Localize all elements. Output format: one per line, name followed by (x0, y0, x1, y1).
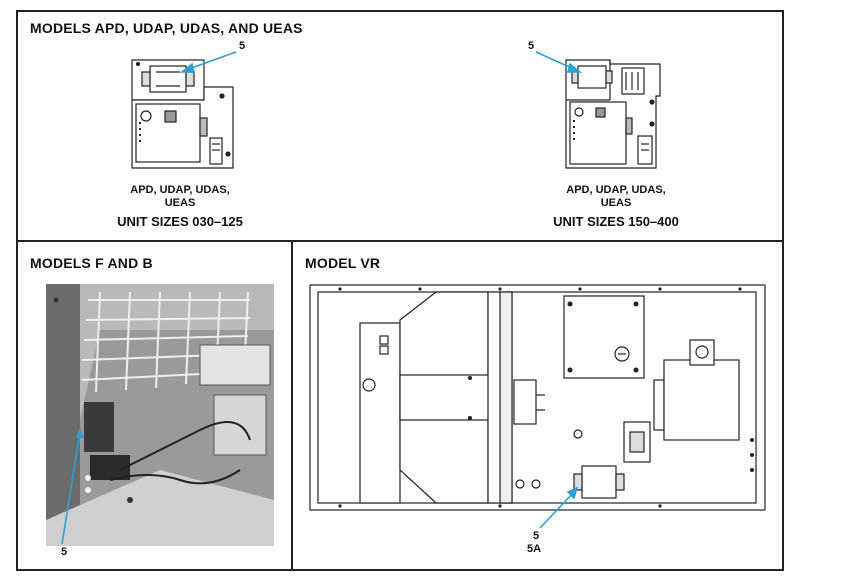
caption-models-right: APD, UDAP, UDAS, (566, 184, 666, 196)
unit-model-vr-screws (338, 287, 754, 508)
figure-frame (16, 10, 784, 571)
control-box-large-dots (573, 120, 575, 140)
control-box-large (565, 59, 661, 169)
control-box-small (131, 59, 234, 169)
callout-5-top-left: 5 (239, 40, 246, 52)
callout-5-top-right: 5 (528, 40, 535, 52)
callout-5-fb: 5 (61, 546, 68, 558)
unit-model-vr (309, 284, 766, 511)
panel-divider-horizontal (16, 240, 784, 242)
panel-fb-title: MODELS F AND B (30, 255, 153, 271)
photo-models-f-b (46, 284, 274, 546)
control-box-small-dots (139, 122, 141, 142)
callout-arrows-top (179, 51, 583, 529)
caption-sizes-left: UNIT SIZES 030–125 (117, 214, 243, 229)
callout-5-vr: 5 (533, 530, 540, 542)
panel-vr-title: MODEL VR (305, 255, 381, 271)
caption-sizes-right: UNIT SIZES 150–400 (553, 214, 679, 229)
caption-ueas-right: UEAS (600, 197, 632, 209)
caption-models-left: APD, UDAP, UDAS, (130, 184, 230, 196)
caption-ueas-left: UEAS (164, 197, 196, 209)
callout-5a-vr: 5A (527, 543, 542, 555)
panel-top-title: MODELS APD, UDAP, UDAS, AND UEAS (30, 20, 303, 36)
panel-divider-vertical (291, 241, 293, 571)
